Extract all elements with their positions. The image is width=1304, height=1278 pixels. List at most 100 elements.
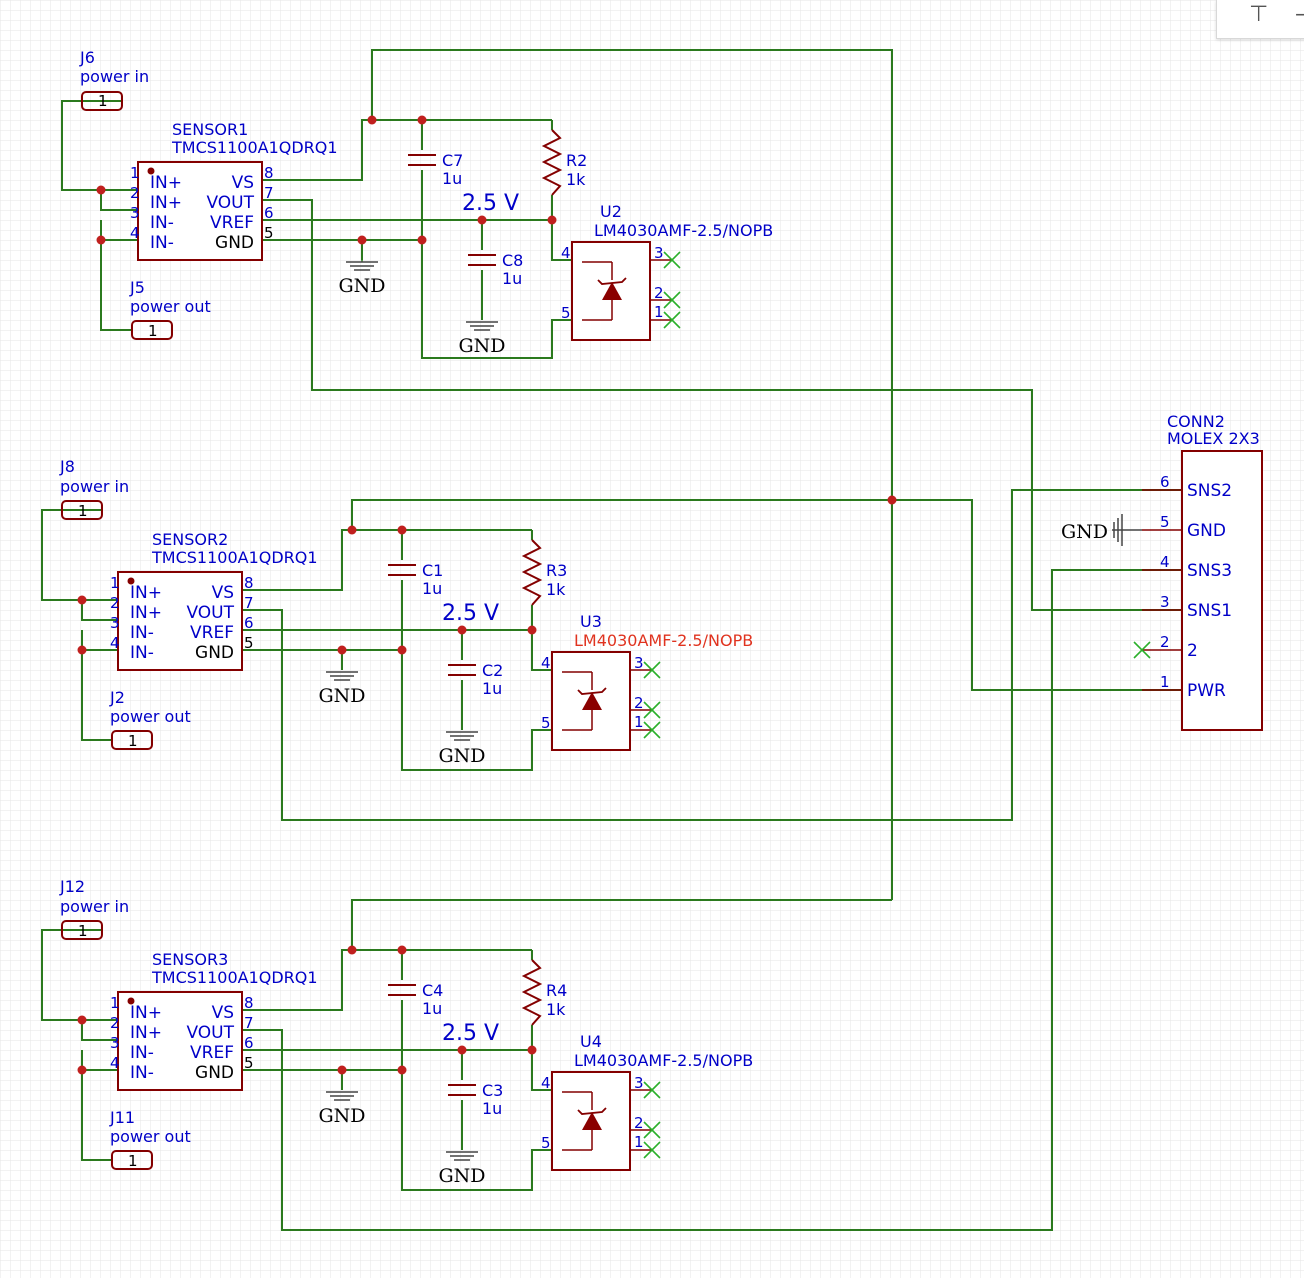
net-label-2v5: 2.5 V	[462, 191, 519, 216]
sensor1-value: TMCS1100A1QDRQ1	[171, 138, 338, 157]
u2-pin-5: 5	[561, 304, 571, 322]
junction	[527, 625, 537, 635]
junction	[417, 115, 427, 125]
sensor3-pin-3: 3	[110, 1034, 120, 1052]
sensor3-pin-2: 2	[110, 1014, 120, 1032]
sensor1-pin-4: 4	[130, 224, 140, 242]
sensor2-pinname-6: VREF	[190, 623, 234, 643]
junction	[477, 215, 487, 225]
j2-connector[interactable]	[111, 730, 153, 750]
junction	[337, 1065, 347, 1075]
j6-connector[interactable]	[81, 91, 123, 111]
j5-pin: 1	[148, 322, 158, 340]
junction	[347, 945, 357, 955]
sensor3-pinname-1: IN+	[130, 1003, 162, 1023]
sensor2-pin-4: 4	[110, 634, 120, 652]
junction	[457, 625, 467, 635]
conn2-value: MOLEX 2X3	[1167, 429, 1260, 448]
j8-connector[interactable]	[61, 500, 103, 520]
conn2-pin-1: 1	[1160, 673, 1170, 691]
sensor1-pinname-3: IN-	[150, 213, 174, 233]
j5-connector[interactable]	[131, 320, 173, 340]
sensor1-pinname-8: VS	[232, 173, 254, 193]
sensor2-pinname-4: IN-	[130, 643, 154, 663]
junction	[77, 595, 87, 605]
sensor2-pin-7: 7	[244, 594, 254, 612]
sensor2-body[interactable]	[117, 571, 243, 671]
r3-value: 1k	[546, 580, 566, 599]
u3-pin-2: 2	[634, 694, 644, 712]
gnd-symbol: GND	[318, 1091, 366, 1127]
gnd-symbol: GND	[438, 1151, 486, 1187]
sensor3-pinname-5: GND	[195, 1063, 234, 1083]
junction	[77, 645, 87, 655]
sensor3-pin-6: 6	[244, 1034, 254, 1052]
j6-ref: J6	[79, 48, 95, 67]
conn2-pinname-pwr: PWR	[1187, 681, 1226, 701]
sensor2-pin-3: 3	[110, 614, 120, 632]
c3-value: 1u	[482, 1099, 502, 1118]
line-tool-icon[interactable]: ‒	[1295, 2, 1304, 27]
sensor3-pinname-3: IN-	[130, 1043, 154, 1063]
gnd-symbol: GND	[1061, 514, 1142, 546]
pin1-marker	[147, 167, 155, 175]
sensor3-ref: SENSOR3	[152, 950, 228, 969]
sensor1-pin-1: 1	[130, 164, 140, 182]
u4-pin-3: 3	[634, 1074, 644, 1092]
text-cursor-icon[interactable]: ⊤	[1249, 2, 1269, 27]
c1-ref: C1	[422, 561, 443, 580]
gnd-label: GND	[438, 745, 485, 767]
j8-pin: 1	[78, 502, 88, 520]
c4-ref: C4	[422, 981, 443, 1000]
u2-pin-4: 4	[561, 244, 571, 262]
u2-pin-1: 1	[654, 303, 664, 321]
sensor2-pin-8: 8	[244, 574, 254, 592]
conn2-pin-5: 5	[1160, 513, 1170, 531]
c8-ref: C8	[502, 251, 523, 270]
j11-connector[interactable]	[111, 1150, 153, 1170]
sensor2-value: TMCS1100A1QDRQ1	[151, 548, 318, 567]
j11-label: power out	[110, 1127, 191, 1146]
conn2-ref: CONN2	[1167, 412, 1225, 431]
sensor3-pin-5: 5	[244, 1054, 254, 1072]
u3-pin-3: 3	[634, 654, 644, 672]
junction	[397, 1065, 407, 1075]
sensor3-body[interactable]	[117, 991, 243, 1091]
u3-pin-4: 4	[541, 654, 551, 672]
sensor1-pinname-5: GND	[215, 233, 254, 253]
j12-connector[interactable]	[61, 920, 103, 940]
tool-palette: ⊤ ‒	[1216, 0, 1304, 39]
r2-resistor[interactable]	[541, 129, 563, 196]
conn2-pinname-gnd: GND	[1187, 521, 1226, 541]
r4-resistor[interactable]	[521, 959, 543, 1026]
j2-label: power out	[110, 707, 191, 726]
pin1-marker	[127, 997, 135, 1005]
u4-pin-5: 5	[541, 1134, 551, 1152]
group-sensor1: J6 power in 1 J5 power out 1 SENSOR1 TMC…	[61, 48, 1182, 900]
junction	[337, 645, 347, 655]
c8-value: 1u	[502, 269, 522, 288]
r4-value: 1k	[546, 1000, 566, 1019]
sensor1-pinname-7: VOUT	[206, 193, 254, 213]
u3-pin-5: 5	[541, 714, 551, 732]
j2-ref: J2	[109, 688, 125, 707]
j12-ref: J12	[59, 877, 85, 896]
sensor3-pin-7: 7	[244, 1014, 254, 1032]
r2-value: 1k	[566, 170, 586, 189]
sensor3-pin-8: 8	[244, 994, 254, 1012]
sensor1-pinname-1: IN+	[150, 173, 182, 193]
gnd-label: GND	[458, 335, 505, 357]
sensor1-pinname-6: VREF	[210, 213, 254, 233]
c7-ref: C7	[442, 151, 463, 170]
wires-group-3	[41, 569, 1182, 1231]
no-connect-marker	[663, 251, 681, 329]
u4-value: LM4030AMF-2.5/NOPB	[574, 1051, 753, 1070]
group-sensor3: J12 power in 1 J11 power out 1 SENSOR3 T…	[41, 569, 1182, 1231]
sensor1-pin-3: 3	[130, 204, 140, 222]
conn2-body[interactable]	[1181, 450, 1263, 731]
u4-pin-1: 1	[634, 1133, 644, 1151]
wires-group-1	[61, 49, 1182, 900]
r3-resistor[interactable]	[521, 539, 543, 606]
sensor1-body[interactable]	[137, 161, 263, 261]
